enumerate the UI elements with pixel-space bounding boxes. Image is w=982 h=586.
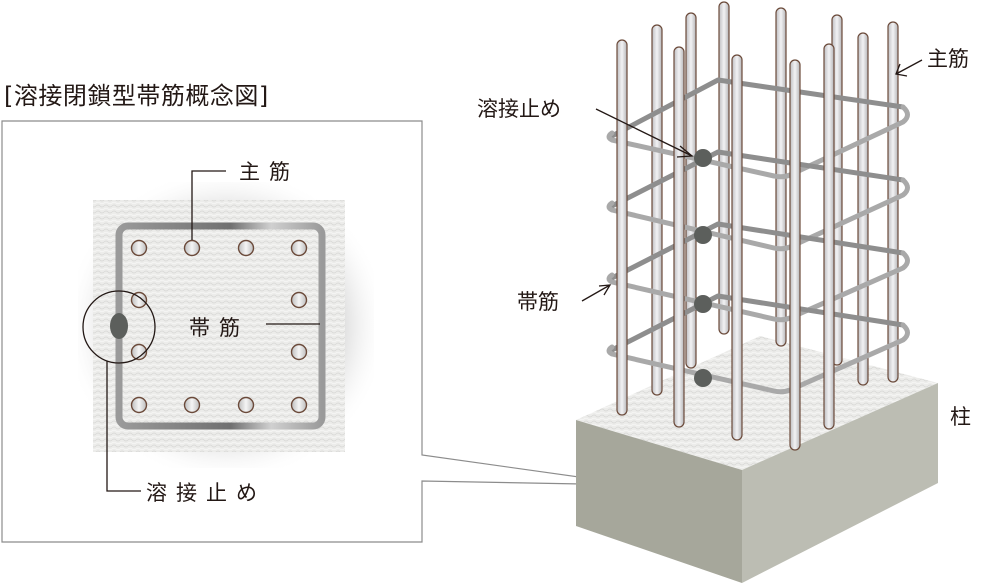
rebar-dot: [237, 396, 255, 414]
hoop-level: [606, 293, 910, 395]
weld-leader: [106, 361, 141, 492]
hoop-arrow: [581, 284, 611, 302]
rebar-dot: [130, 291, 148, 309]
main-rebar-dots: [130, 239, 308, 414]
rebar-rod: [823, 43, 835, 430]
weld-point: [694, 369, 712, 387]
callout-arrows: [581, 59, 923, 302]
arrow-head-icon: [895, 63, 908, 77]
arrow-head-icon: [676, 145, 694, 158]
perspective-hoop-label: 帯筋: [517, 290, 559, 314]
rebar-dot: [290, 343, 308, 361]
main-rebars-front: [616, 39, 835, 451]
rebar-dot: [290, 239, 308, 257]
plan-hoop-label: 帯筋: [189, 316, 249, 340]
column-side-face: [742, 383, 938, 583]
plan-view: [1, 120, 637, 543]
perspective-main-rebar-label: 主筋: [927, 47, 969, 71]
weld-point: [694, 226, 712, 244]
rebar-rod: [857, 32, 869, 386]
rebar-dot: [130, 239, 148, 257]
hoops: [606, 77, 910, 395]
rebar-dot: [237, 239, 255, 257]
rebar-rod: [651, 24, 663, 396]
perspective-view: [576, 1, 938, 583]
weld-point: [694, 295, 712, 313]
main-rebars-back: [651, 1, 899, 396]
rebar-rod: [616, 39, 628, 416]
rebar-dot: [130, 396, 148, 414]
perspective-weld-label: 溶接止め: [477, 97, 561, 121]
column-label: 柱: [950, 405, 971, 429]
weld-mark: [110, 313, 128, 339]
column-front-face: [576, 420, 742, 583]
hoop-level: [606, 221, 910, 323]
rebar-rod: [731, 54, 743, 441]
weld-point: [694, 149, 712, 167]
rebar-dot: [130, 343, 148, 361]
weld-points: [694, 149, 712, 387]
diagram-title: [溶接閉鎖型帯筋概念図]: [4, 82, 269, 110]
plan-frame: [1, 120, 637, 543]
rebar-dot: [290, 291, 308, 309]
column-top-face: [576, 336, 938, 470]
rebar-rod: [673, 46, 685, 428]
hoop-level: [606, 149, 910, 252]
main-rebar-leader: [191, 170, 226, 240]
main-rebar-arrow: [895, 59, 923, 75]
weld-highlight-circle: [82, 290, 156, 364]
hoop-level: [606, 77, 910, 180]
plan-weld-label: 溶接止め: [146, 481, 266, 505]
rebar-rod: [789, 59, 801, 451]
plan-main-rebar-label: 主筋: [239, 160, 299, 184]
weld-arrow: [595, 108, 693, 157]
arrow-head-icon: [598, 284, 612, 296]
rebar-rod: [685, 12, 697, 369]
rebar-dot: [183, 396, 201, 414]
rebar-dot: [183, 239, 201, 257]
rebar-dot: [290, 396, 308, 414]
